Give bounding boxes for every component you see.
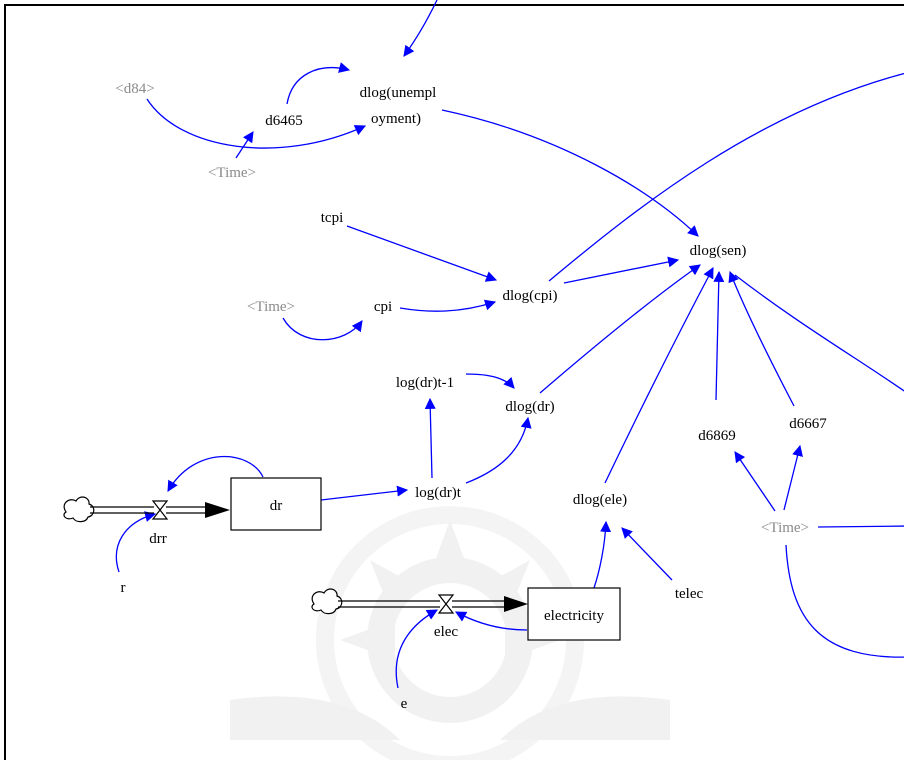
cloud-icon (311, 588, 343, 615)
shadow-var-time-top[interactable]: <Time> (208, 165, 256, 181)
var-dlog-ele[interactable]: dlog(ele) (573, 492, 627, 508)
var-e[interactable]: e (401, 696, 408, 712)
stock-dr[interactable]: dr (230, 477, 322, 531)
var-dlog-unemployment-line2[interactable]: oyment) (371, 111, 421, 127)
flow-label-drr[interactable]: drr (149, 531, 167, 547)
var-dlog-sen[interactable]: dlog(sen) (690, 243, 747, 259)
var-dlog-unemployment-line1[interactable]: dlog(unempl (360, 85, 437, 101)
flow-label-elec[interactable]: elec (434, 624, 458, 640)
var-tcpi[interactable]: tcpi (321, 210, 344, 226)
var-log-dr-t[interactable]: log(dr)t (415, 485, 462, 501)
var-dlog-dr[interactable]: dlog(dr) (505, 399, 554, 415)
stock-electricity[interactable]: electricity (527, 587, 621, 641)
var-telec[interactable]: telec (675, 586, 704, 602)
var-log-dr-t-minus-1[interactable]: log(dr)t-1 (396, 375, 454, 391)
var-r[interactable]: r (121, 580, 126, 596)
var-d6869[interactable]: d6869 (698, 428, 736, 444)
stock-electricity-label: electricity (544, 608, 604, 624)
shadow-var-time-right[interactable]: <Time> (761, 520, 809, 536)
stock-dr-label: dr (270, 498, 283, 514)
causal-links (115, 0, 904, 689)
var-dlog-cpi[interactable]: dlog(cpi) (503, 288, 558, 304)
diagram-frame (4, 4, 904, 760)
valve-icon[interactable] (437, 594, 455, 614)
var-d6667[interactable]: d6667 (789, 416, 827, 432)
shadow-var-time-mid[interactable]: <Time> (247, 299, 295, 315)
variable-labels: <d84> d6465 dlog(unempl oyment) <Time> t… (115, 81, 827, 712)
valve-icon[interactable] (151, 500, 169, 520)
shadow-var-d84[interactable]: <d84> (115, 81, 154, 97)
flow-elec (311, 588, 528, 615)
cloud-icon (63, 496, 95, 523)
var-d6465[interactable]: d6465 (265, 113, 303, 129)
flow-drr (63, 496, 230, 523)
var-cpi[interactable]: cpi (374, 299, 392, 315)
